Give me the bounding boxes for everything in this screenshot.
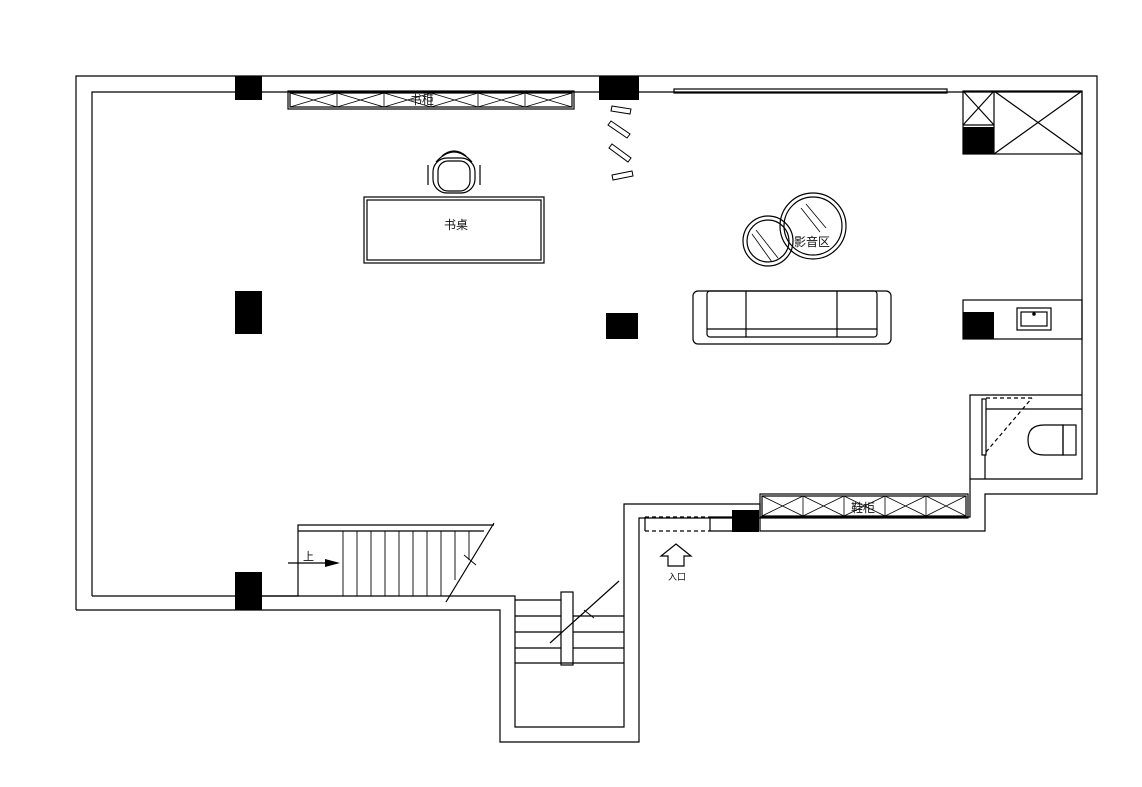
column: [732, 510, 759, 532]
bathroom-wall: [969, 394, 1082, 479]
shoe-cabinet-label: 鞋柜: [851, 500, 875, 515]
column: [963, 127, 994, 154]
bookcase: [287, 90, 575, 110]
lower-staircase: [515, 580, 624, 666]
column: [235, 291, 262, 334]
column: [606, 313, 638, 339]
column: [963, 312, 994, 339]
coffee-tables: [742, 192, 847, 267]
entrance-arrow-icon: [659, 543, 693, 567]
media-area-label: 影音区: [794, 234, 830, 249]
stair-direction-arrow-icon: [288, 559, 340, 567]
desk: [363, 196, 545, 264]
column: [599, 76, 639, 100]
entrance-label: 入口: [668, 572, 686, 583]
stair-up-label: 上: [303, 550, 314, 563]
sofa: [692, 290, 892, 345]
entrance-opening: [644, 516, 732, 532]
bathroom-wall-inner: [984, 408, 1082, 479]
slat-partition: [607, 105, 634, 181]
column: [235, 572, 262, 610]
storage-cabinet: [962, 90, 1083, 155]
columns: [235, 76, 994, 610]
walls: [75, 75, 1098, 743]
desk-chair: [427, 150, 481, 194]
shower-screen: [981, 397, 1033, 456]
sink-counter: [962, 299, 1083, 340]
desk-label: 书桌: [444, 218, 468, 232]
toilet: [1027, 424, 1077, 456]
bookcase-label: 书柜: [410, 93, 434, 107]
window: [673, 88, 948, 94]
column: [235, 76, 262, 100]
main-staircase: [297, 522, 495, 603]
shoe-cabinet: [759, 493, 969, 519]
outer-wall: [75, 75, 1098, 743]
